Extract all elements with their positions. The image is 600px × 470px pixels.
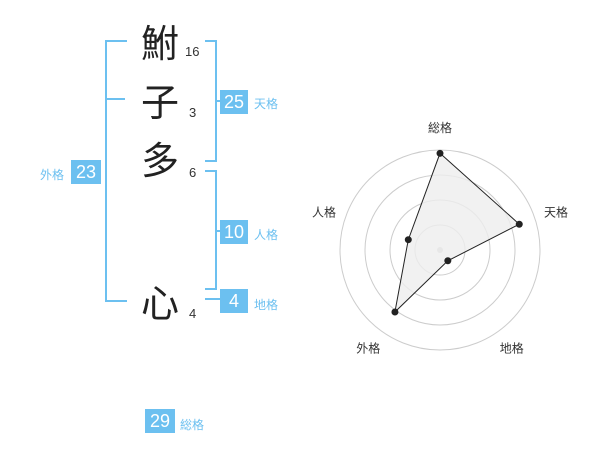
radar-axis-label-4: 外格 [356, 341, 380, 356]
tenkaku-badge: 25 [220, 90, 248, 114]
tenkaku-connector [216, 100, 222, 102]
radar-axis-label-1: 総格 [428, 120, 452, 135]
chikaku-label: 地格 [254, 298, 279, 312]
name-char-3: 多 [141, 139, 180, 183]
chikaku-connector [205, 298, 222, 300]
name-char-2: 子 [141, 81, 180, 125]
radar-axis-label-2: 天格 [544, 204, 568, 219]
gaikaku-label: 外格 [40, 168, 65, 182]
gaikaku-bracket [105, 40, 127, 302]
stroke-count-3: 6 [189, 165, 197, 180]
radar-point-5 [404, 236, 412, 244]
radar-point-3 [444, 257, 452, 265]
name-char-1: 鮒 [141, 22, 180, 66]
radar-point-1 [436, 149, 444, 157]
gaikaku-badge: 23 [71, 160, 101, 184]
radar-series-polygon [394, 152, 521, 314]
radar-point-2 [515, 220, 523, 228]
jinkaku-badge: 10 [220, 220, 248, 244]
soukaku-badge: 29 [145, 409, 175, 433]
stroke-count-2: 3 [189, 105, 197, 120]
name-char-4: 心 [141, 282, 180, 326]
chikaku-badge: 4 [220, 289, 248, 313]
radar-axis-label-5: 人格 [312, 204, 336, 219]
stroke-count-1: 16 [185, 44, 200, 59]
radar-axis-label-3: 地格 [500, 341, 524, 356]
gaikaku-tick [106, 98, 125, 100]
tenkaku-label: 天格 [254, 97, 279, 111]
jinkaku-label: 人格 [254, 228, 279, 242]
stroke-count-4: 4 [189, 306, 197, 321]
soukaku-label: 総格 [180, 418, 205, 432]
jinkaku-connector [216, 230, 222, 232]
radar-point-4 [391, 308, 399, 316]
